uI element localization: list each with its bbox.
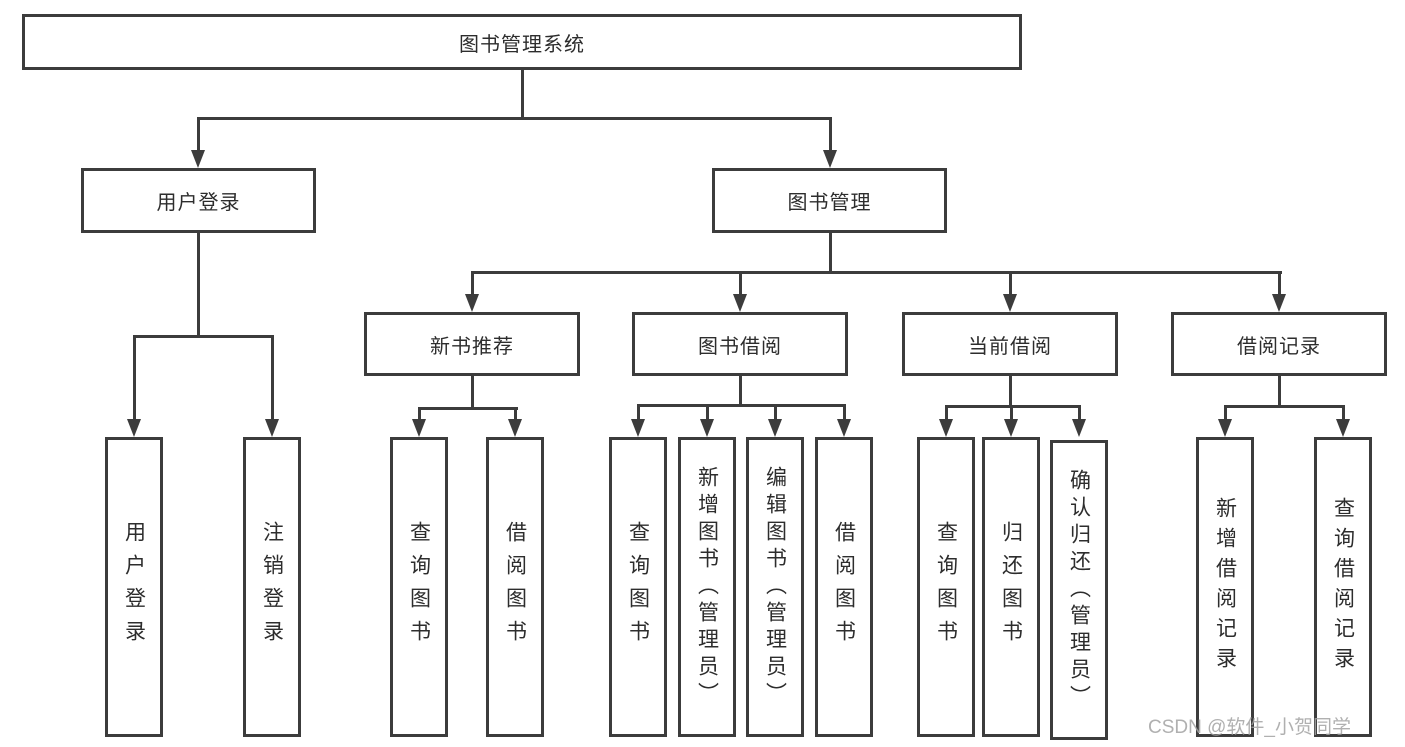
connector-line bbox=[1009, 376, 1012, 406]
node-label: 图书管理 bbox=[787, 192, 872, 214]
leaf-add-borrow-record: 新增借阅记录 bbox=[1196, 437, 1254, 737]
leaf-logout: 注销登录 bbox=[243, 437, 301, 737]
connector-line bbox=[945, 405, 948, 419]
csdn-watermark: CSDN @软件_小贺同学 bbox=[1148, 717, 1351, 738]
connector-line bbox=[133, 335, 274, 338]
leaf-add-books-admin: 新增图书（管理员） bbox=[678, 437, 736, 737]
connector-line bbox=[945, 405, 1081, 408]
arrowhead-down-icon bbox=[1336, 419, 1350, 437]
arrowhead-down-icon bbox=[1003, 294, 1017, 312]
node-label: 借阅图书 bbox=[503, 521, 527, 653]
connector-line bbox=[197, 117, 832, 120]
node-label: 图书借阅 bbox=[698, 335, 782, 358]
connector-line bbox=[471, 271, 474, 294]
connector-line bbox=[197, 233, 200, 336]
node-label: 确认归还（管理员） bbox=[1067, 468, 1091, 712]
arrowhead-down-icon bbox=[127, 419, 141, 437]
connector-line bbox=[521, 70, 524, 118]
connector-line bbox=[706, 404, 709, 419]
connector-line bbox=[1224, 405, 1345, 408]
node-label: 查询借阅记录 bbox=[1331, 497, 1355, 677]
arrowhead-down-icon bbox=[265, 419, 279, 437]
node-label: 新书推荐 bbox=[430, 335, 514, 358]
connector-line bbox=[514, 407, 517, 419]
arrowhead-down-icon bbox=[768, 419, 782, 437]
connector-line bbox=[829, 233, 832, 272]
node-label: 查询图书 bbox=[407, 521, 431, 653]
node-label: 归还图书 bbox=[999, 521, 1023, 653]
connector-line bbox=[1278, 376, 1281, 406]
arrowhead-down-icon bbox=[939, 419, 953, 437]
node-label: 查询图书 bbox=[626, 521, 650, 653]
connector-line bbox=[1009, 271, 1012, 294]
connector-line bbox=[418, 407, 518, 410]
arrowhead-down-icon bbox=[465, 294, 479, 312]
node-label: 新增图书（管理员） bbox=[695, 465, 719, 709]
leaf-user-login: 用户登录 bbox=[105, 437, 163, 737]
arrowhead-down-icon bbox=[1218, 419, 1232, 437]
leaf-query-books-borrowing: 查询图书 bbox=[609, 437, 667, 737]
arrowhead-down-icon bbox=[823, 150, 837, 168]
arrowhead-down-icon bbox=[700, 419, 714, 437]
leaf-query-borrow-record: 查询借阅记录 bbox=[1314, 437, 1372, 737]
connector-line bbox=[1224, 405, 1227, 419]
connector-line bbox=[1342, 405, 1345, 419]
leaf-edit-books-admin: 编辑图书（管理员） bbox=[746, 437, 804, 737]
connector-line bbox=[637, 404, 846, 407]
leaf-confirm-return-admin: 确认归还（管理员） bbox=[1050, 440, 1108, 740]
leaf-query-books-current: 查询图书 bbox=[917, 437, 975, 737]
node-label: 查询图书 bbox=[934, 521, 958, 653]
connector-line bbox=[843, 404, 846, 419]
node-current-borrowing: 当前借阅 bbox=[902, 312, 1118, 376]
node-label: 用户登录 bbox=[122, 521, 146, 653]
leaf-return-books: 归还图书 bbox=[982, 437, 1040, 737]
connector-line bbox=[1078, 405, 1081, 419]
arrowhead-down-icon bbox=[837, 419, 851, 437]
arrowhead-down-icon bbox=[412, 419, 426, 437]
node-label: 编辑图书（管理员） bbox=[763, 465, 787, 709]
connector-line bbox=[418, 407, 421, 419]
arrowhead-down-icon bbox=[508, 419, 522, 437]
connector-line bbox=[774, 404, 777, 419]
node-label: 用户登录 bbox=[156, 192, 241, 214]
connector-line bbox=[133, 335, 136, 419]
connector-line bbox=[739, 271, 742, 294]
node-label: 图书管理系统 bbox=[459, 33, 585, 56]
node-book-management: 图书管理 bbox=[712, 168, 947, 233]
connector-line bbox=[471, 271, 1282, 274]
leaf-borrow-books-recommend: 借阅图书 bbox=[486, 437, 544, 737]
node-user-login: 用户登录 bbox=[81, 168, 316, 233]
arrowhead-down-icon bbox=[1272, 294, 1286, 312]
node-label: 新增借阅记录 bbox=[1213, 497, 1237, 677]
node-label: 注销登录 bbox=[260, 521, 284, 653]
node-borrowing-records: 借阅记录 bbox=[1171, 312, 1387, 376]
connector-line bbox=[637, 404, 640, 419]
node-label: 借阅记录 bbox=[1237, 335, 1321, 358]
node-label: 当前借阅 bbox=[968, 335, 1052, 358]
connector-line bbox=[197, 117, 200, 150]
leaf-borrow-books: 借阅图书 bbox=[815, 437, 873, 737]
arrowhead-down-icon bbox=[733, 294, 747, 312]
arrowhead-down-icon bbox=[1004, 419, 1018, 437]
arrowhead-down-icon bbox=[191, 150, 205, 168]
arrowhead-down-icon bbox=[631, 419, 645, 437]
connector-line bbox=[271, 335, 274, 419]
arrowhead-down-icon bbox=[1072, 419, 1086, 437]
connector-line bbox=[739, 376, 742, 405]
leaf-query-books-recommend: 查询图书 bbox=[390, 437, 448, 737]
node-library-management-system: 图书管理系统 bbox=[22, 14, 1022, 70]
connector-line bbox=[1278, 271, 1281, 294]
node-book-borrowing: 图书借阅 bbox=[632, 312, 848, 376]
connector-line bbox=[829, 117, 832, 150]
connector-line bbox=[1010, 405, 1013, 419]
node-label: 借阅图书 bbox=[832, 521, 856, 653]
connector-line bbox=[471, 376, 474, 408]
node-new-book-recommend: 新书推荐 bbox=[364, 312, 580, 376]
